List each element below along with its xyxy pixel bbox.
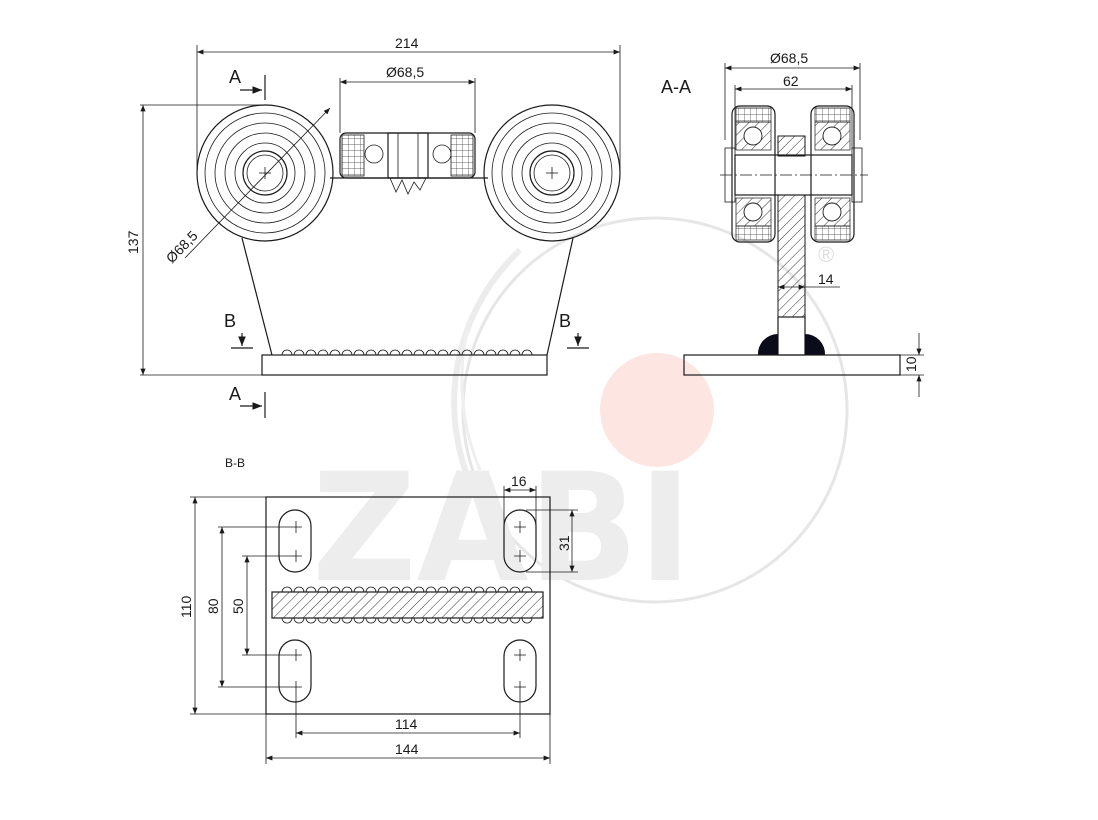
section-b-left-label: B <box>224 311 236 331</box>
dim-hole-spacing-outer: 80 <box>205 598 221 614</box>
weld-right <box>805 334 826 355</box>
slot-top-right <box>503 509 537 573</box>
dim-web: 14 <box>818 271 834 287</box>
section-b-right-label: B <box>559 311 571 331</box>
dim-hole-spacing-inner: 50 <box>230 598 246 614</box>
section-aa-view: A-A Ø68,5 <box>661 50 924 397</box>
watermark: ZABI ® <box>312 216 849 616</box>
bb-weld-bottom <box>281 617 533 624</box>
dim-width: 62 <box>783 73 799 89</box>
section-aa-title: A-A <box>661 77 691 97</box>
bracket-body <box>241 237 574 356</box>
front-base-plate <box>261 354 548 376</box>
dim-plate-height: 110 <box>178 595 194 618</box>
front-weld-bead <box>281 349 533 356</box>
front-view: 214 Ø68,5 Ø68,5 137 A A B B <box>125 35 621 418</box>
bb-weld-top <box>281 586 533 593</box>
slot-bottom-left <box>278 639 312 703</box>
right-wheel <box>483 104 621 242</box>
dim-hole-spacing-horizontal: 114 <box>395 716 418 732</box>
web-section <box>271 591 544 619</box>
dim-plate-width: 144 <box>395 741 419 757</box>
section-bb-view: B-B 16 <box>178 456 578 764</box>
watermark-arc-2 <box>460 319 482 471</box>
dim-total-width: 214 <box>395 35 419 51</box>
slot-top-left <box>278 509 312 573</box>
watermark-registered-mark: ® <box>818 242 834 267</box>
dim-outer-diameter: Ø68,5 <box>770 50 808 66</box>
dim-slot-length: 31 <box>556 535 572 551</box>
dim-center-bearing: Ø68,5 <box>386 64 424 80</box>
dim-height: 137 <box>125 230 141 254</box>
center-bearing <box>339 132 476 195</box>
slot-bottom-right <box>503 639 537 703</box>
dim-slot-width: 16 <box>511 473 527 489</box>
watermark-arc <box>451 247 523 522</box>
section-bb-title: B-B <box>225 456 245 470</box>
dim-wheel-diameter: Ø68,5 <box>163 227 201 266</box>
dim-plate-thickness: 10 <box>903 356 919 372</box>
weld-left <box>757 334 778 355</box>
section-a-top-label: A <box>229 67 241 87</box>
section-a-bottom-label: A <box>229 384 241 404</box>
watermark-text: ZABI <box>312 442 692 616</box>
watermark-red-dot <box>600 353 714 467</box>
left-wheel <box>196 104 334 242</box>
